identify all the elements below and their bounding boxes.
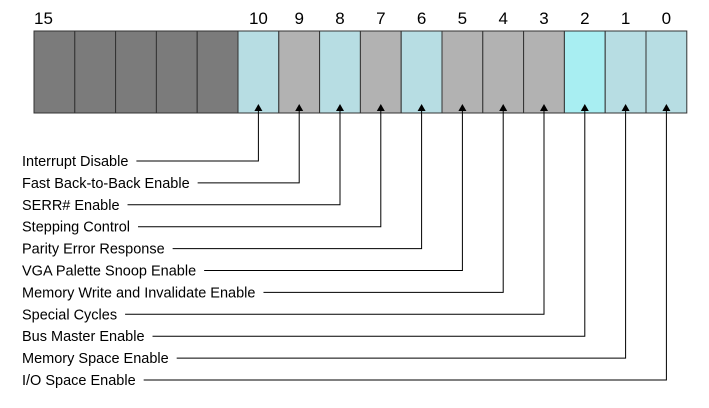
leader-line-bit-6 [172,109,423,250]
field-label-bit-7: Stepping Control [22,220,130,236]
leader-line-bit-10 [136,109,259,162]
reserved-bit-cell [196,30,239,114]
leader-arrowhead [580,104,589,111]
leader-line-bit-4 [263,109,504,293]
leader-arrowhead [336,104,344,111]
bit-number-15: 15 [34,9,53,28]
leader-arrowhead [254,104,263,111]
leader-arrowhead [458,104,467,111]
bit-number-6: 6 [417,9,426,28]
bit-number-5: 5 [458,9,467,28]
reserved-bit-cell [155,30,198,114]
leader-arrowhead [540,104,548,111]
field-label-bit-4: Memory Write and Invalidate Enable [22,285,255,301]
leader-line-bit-2 [152,109,586,337]
field-label-bit-6: Parity Error Response [22,242,165,258]
bit-cell-1 [604,30,647,114]
bit-cell-9 [278,30,321,114]
bit-number-9: 9 [294,9,303,28]
field-label-bit-9: Fast Back-to-Back Enable [22,176,190,192]
bit-number-0: 0 [662,9,671,28]
leader-line-bit-9 [197,109,300,184]
leader-arrowhead [376,104,385,111]
leader-line-bit-7 [138,109,382,228]
leader-line-bit-0 [143,109,667,381]
leader-line-bit-8 [127,109,341,206]
leader-lines [125,104,671,381]
field-label-bit-0: I/O Space Enable [22,373,136,389]
leader-arrowhead [499,104,508,111]
reserved-bit-cell [74,30,117,114]
leader-arrowhead [662,104,671,111]
bit-cell-7 [359,30,402,114]
bit-number-8: 8 [335,9,344,28]
leader-line-bit-5 [204,109,463,271]
bit-number-10: 10 [249,9,268,28]
leader-arrowhead [621,104,630,111]
register-cells [33,30,688,114]
field-label-bit-10: Interrupt Disable [22,154,128,170]
field-label-bit-5: VGA Palette Snoop Enable [22,264,196,280]
bit-cell-5 [441,30,484,114]
bit-number-7: 7 [376,9,385,28]
bit-number-2: 2 [580,9,589,28]
field-label-bit-2: Bus Master Enable [22,329,145,345]
bit-cell-0 [645,30,688,114]
leader-arrowhead [295,104,304,111]
field-label-bit-8: SERR# Enable [22,198,120,214]
field-label-bit-3: Special Cycles [22,307,117,323]
leader-line-bit-1 [176,109,627,359]
bit-number-3: 3 [539,9,548,28]
bit-cell-4 [482,30,525,114]
leader-arrowhead [417,104,426,111]
bit-cell-10 [237,30,280,114]
bit-cell-3 [523,30,565,114]
reserved-bit-cell [33,30,76,114]
bit-number-4: 4 [498,9,507,28]
bit-cell-6 [400,30,443,114]
field-label-bit-1: Memory Space Enable [22,351,169,367]
bit-number-1: 1 [621,9,630,28]
leader-line-bit-3 [125,109,545,315]
reserved-bit-cell [115,30,157,114]
bit-cell-8 [319,30,361,114]
bit-cell-2 [563,30,606,114]
